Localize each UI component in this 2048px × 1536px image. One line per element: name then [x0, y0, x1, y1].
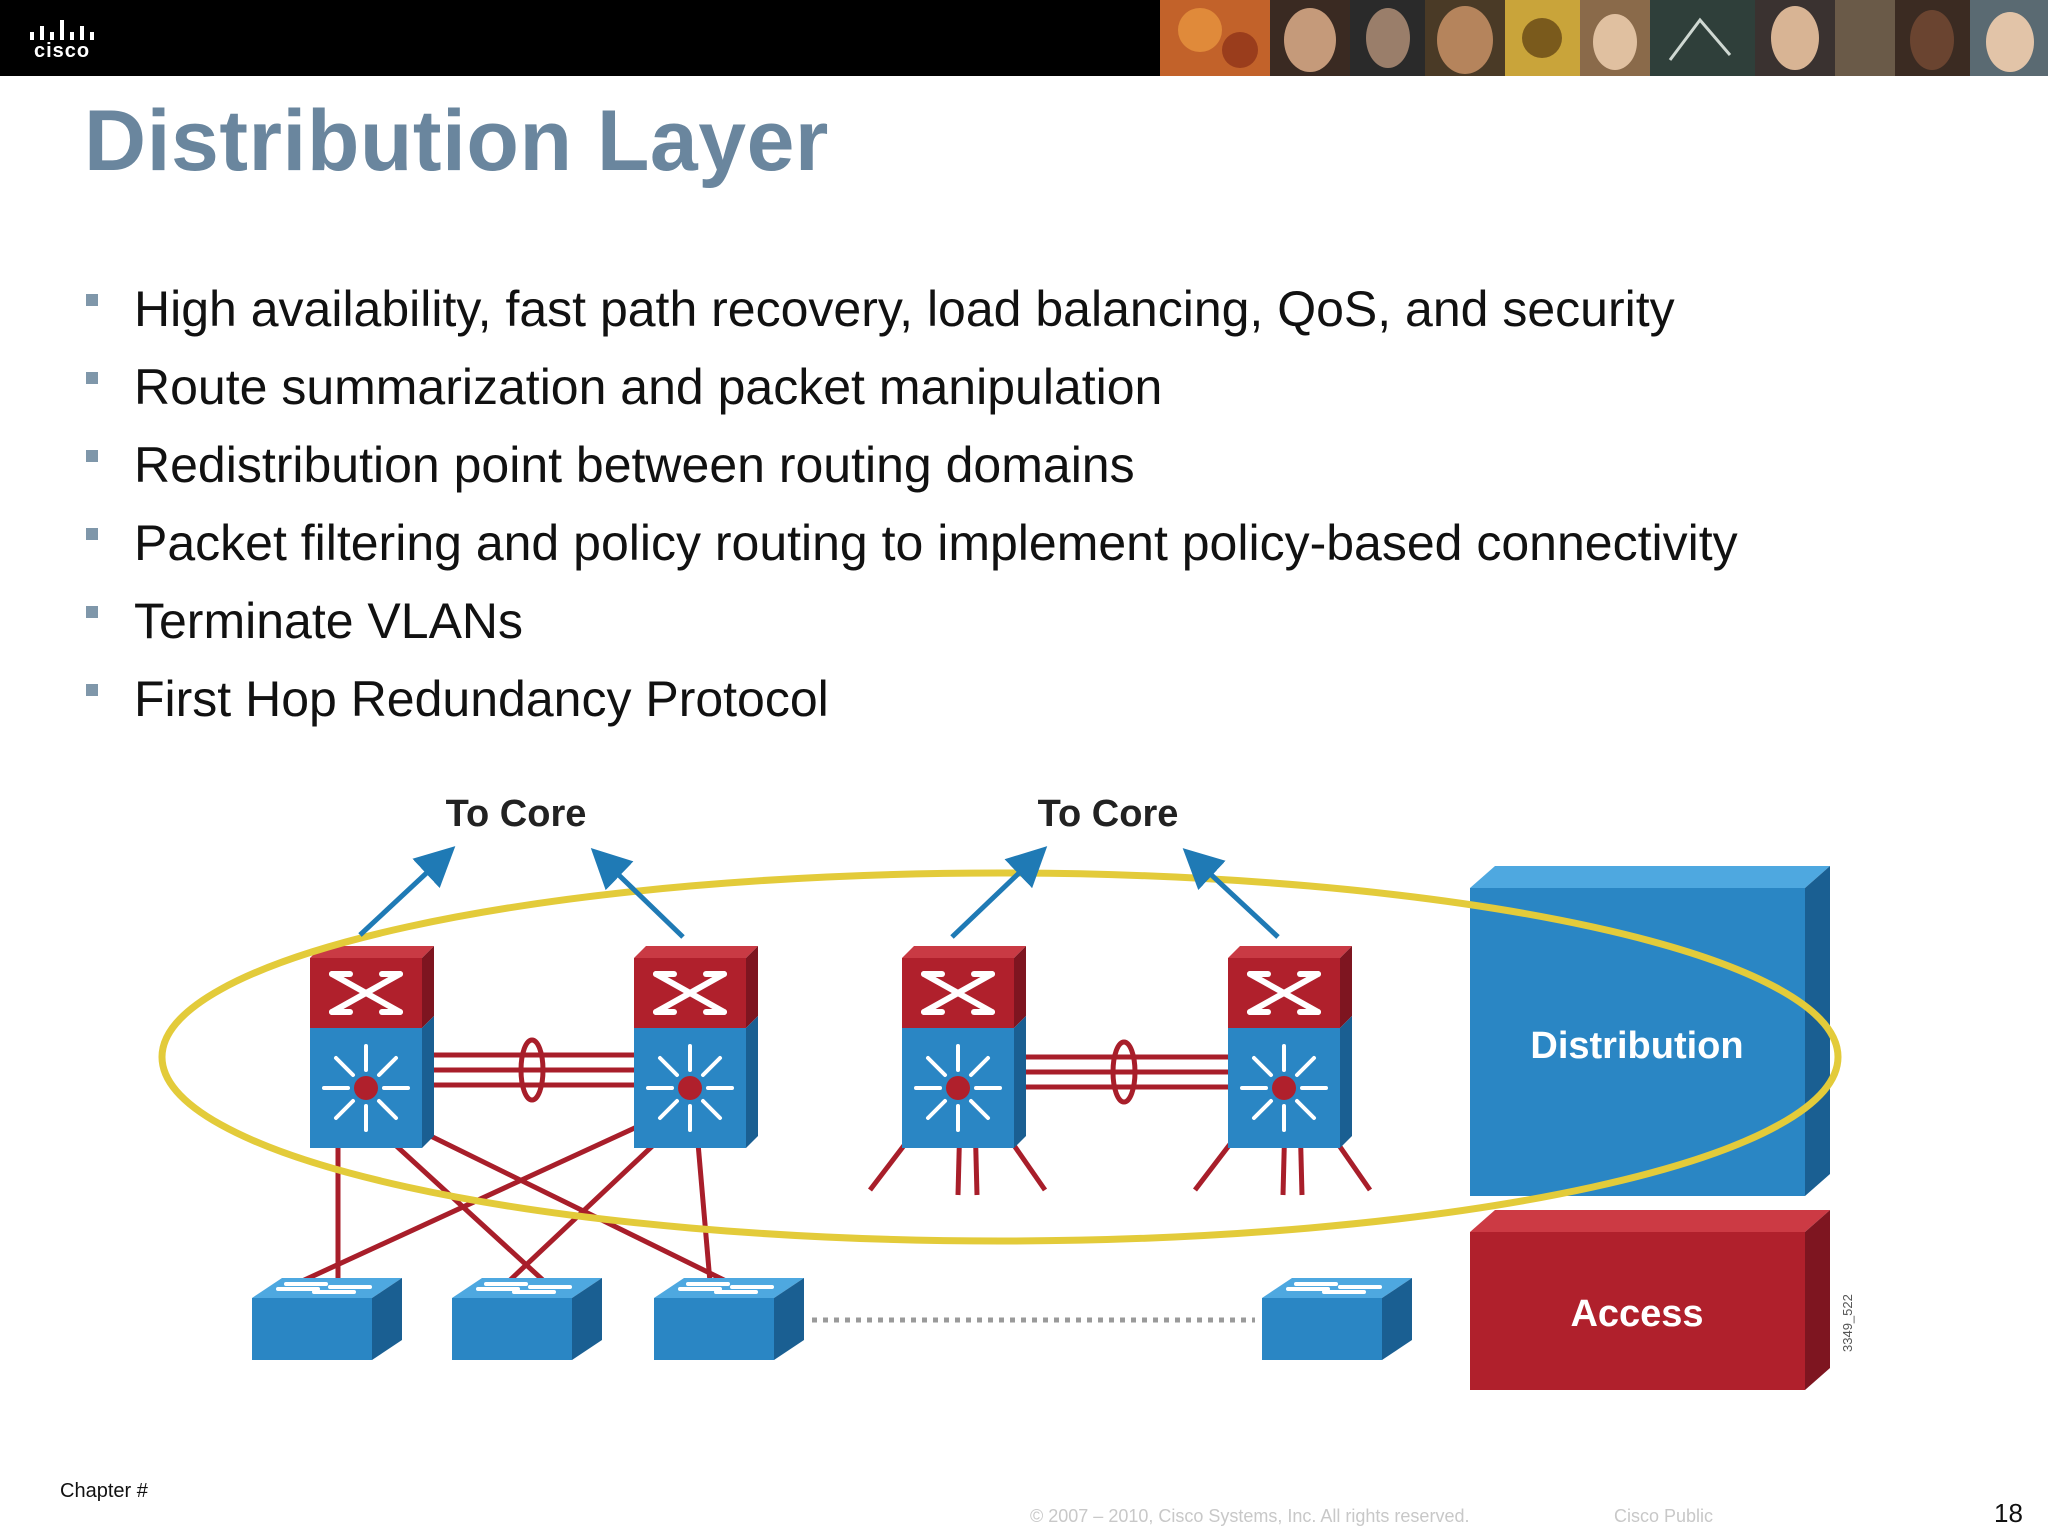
- bullet-item: First Hop Redundancy Protocol: [84, 660, 1738, 738]
- to-core-label: To Core: [1038, 793, 1179, 835]
- access-switch-icon: [1260, 1276, 1414, 1362]
- header-photo-collage: [1160, 0, 2048, 76]
- cisco-logo: [30, 20, 94, 40]
- etherchannel-ring-icon: [1110, 1039, 1138, 1105]
- etherchannel-ring-icon: [518, 1037, 546, 1103]
- access-label: Access: [1570, 1293, 1703, 1335]
- etherchannel-links: [420, 1052, 1230, 1090]
- downlink-stubs: [868, 1116, 1373, 1196]
- bullet-square-icon: [86, 372, 98, 384]
- distribution-layer-box: [1470, 866, 1830, 1196]
- classification-label: Cisco Public: [1614, 1506, 1714, 1526]
- chapter-label: Chapter #: [60, 1480, 148, 1502]
- bullet-square-icon: [86, 294, 98, 306]
- bullet-square-icon: [86, 528, 98, 540]
- access-switch-icon: [450, 1276, 604, 1362]
- bullet-text: First Hop Redundancy Protocol: [134, 671, 829, 727]
- bullet-text: Route summarization and packet manipulat…: [134, 359, 1163, 415]
- multilayer-switch-icon: [310, 946, 434, 1148]
- distribution-label: Distribution: [1530, 1025, 1743, 1067]
- bullet-item: Route summarization and packet manipulat…: [84, 348, 1738, 426]
- bullet-item: High availability, fast path recovery, l…: [84, 270, 1738, 348]
- bullet-text: Packet filtering and policy routing to i…: [134, 515, 1738, 571]
- access-switch-icon: [250, 1276, 404, 1362]
- to-core-label: To Core: [446, 793, 587, 835]
- top-banner: cisco: [0, 0, 2048, 76]
- figure-code: 3349_522: [1840, 1294, 1855, 1352]
- multilayer-switch-icon: [1228, 946, 1352, 1148]
- bullet-square-icon: [86, 684, 98, 696]
- bullet-item: Redistribution point between routing dom…: [84, 426, 1738, 504]
- distribution-boundary-ellipse: [158, 869, 1842, 1245]
- multilayer-switch-icon: [902, 946, 1026, 1148]
- bullet-square-icon: [86, 606, 98, 618]
- slide-title: Distribution Layer: [84, 93, 829, 189]
- bullet-item: Packet filtering and policy routing to i…: [84, 504, 1738, 582]
- bullet-text: Terminate VLANs: [134, 593, 524, 649]
- bullet-text: Redistribution point between routing dom…: [134, 437, 1135, 493]
- page-number: 18: [1994, 1498, 2023, 1528]
- copyright-notice: © 2007 – 2010, Cisco Systems, Inc. All r…: [1030, 1506, 1470, 1526]
- access-switch-icon: [652, 1276, 806, 1362]
- uplink-arrow-icon: [358, 846, 1280, 939]
- bullet-item: Terminate VLANs: [84, 582, 1738, 660]
- cisco-logo-wordmark: cisco: [34, 40, 91, 62]
- bullet-square-icon: [86, 450, 98, 462]
- bullet-text: High availability, fast path recovery, l…: [134, 281, 1675, 337]
- bullet-list: High availability, fast path recovery, l…: [84, 270, 1738, 738]
- multilayer-switch-icon: [634, 946, 758, 1148]
- network-diagram: Distribution Access 3349_522 To Core To …: [120, 770, 1860, 1430]
- access-layer-box: [1470, 1210, 1830, 1390]
